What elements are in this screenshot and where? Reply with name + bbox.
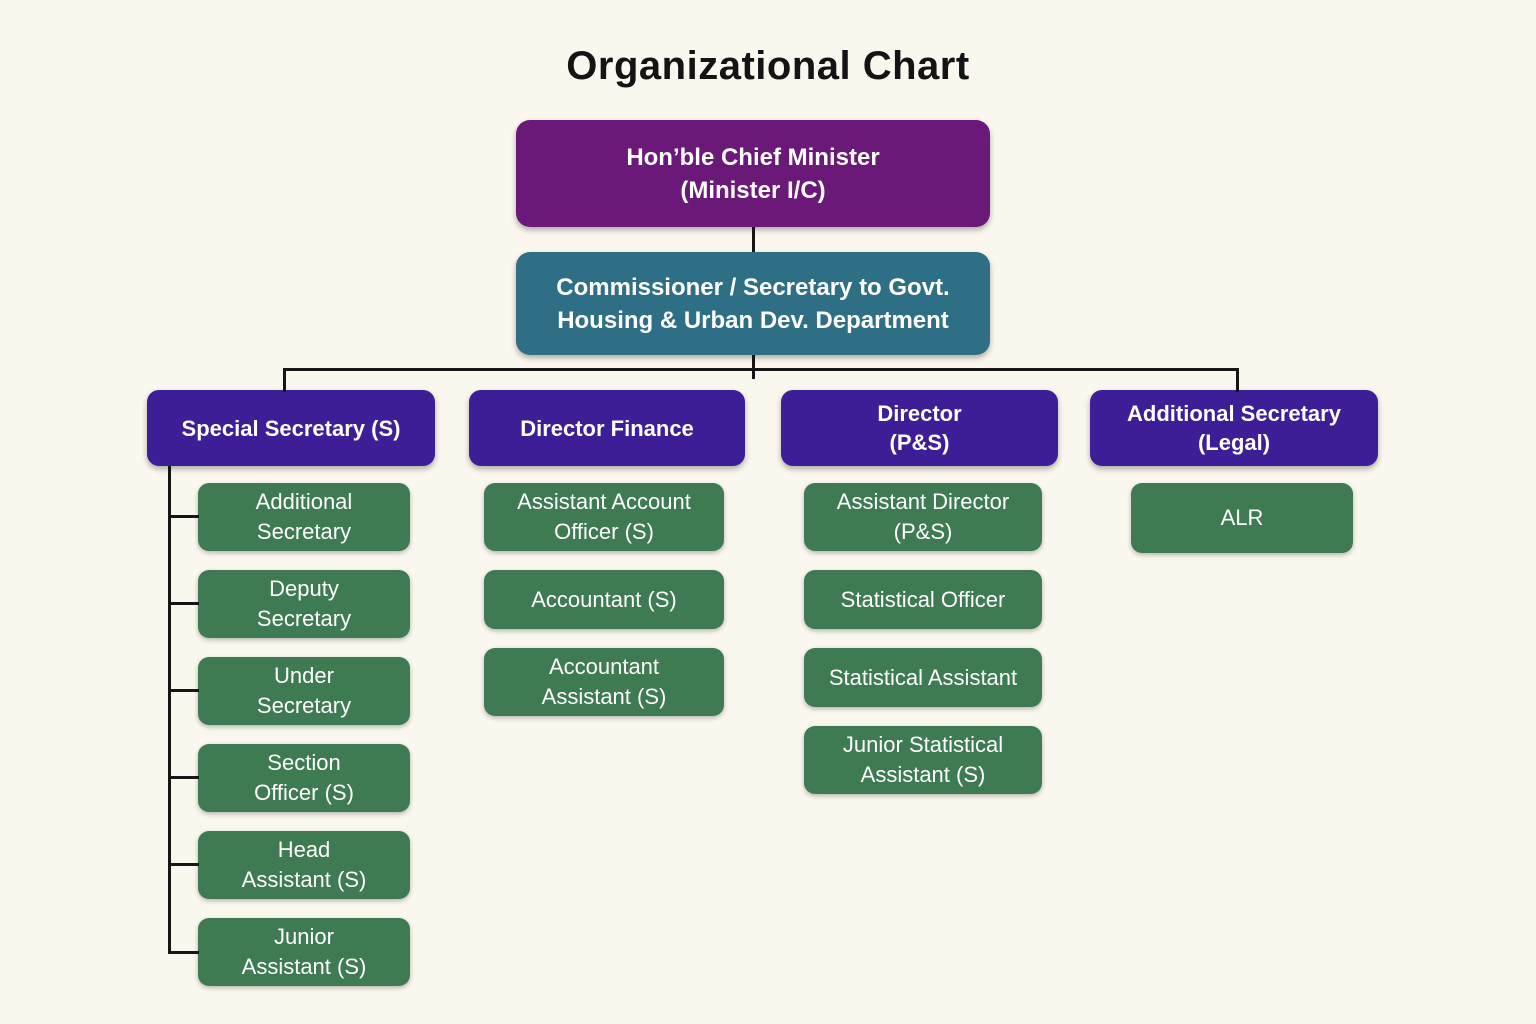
branch-header-special-secretary-s: Special Secretary (S) xyxy=(147,390,435,466)
node-label-line: Additional Secretary xyxy=(1127,401,1341,426)
connector-line xyxy=(168,951,199,954)
chart-title: Organizational Chart xyxy=(566,44,970,88)
connector-line xyxy=(168,863,199,866)
connector-line xyxy=(283,368,1239,371)
node-label-line: Officer (S) xyxy=(254,780,354,805)
node-label-line: Commissioner / Secretary to Govt. xyxy=(556,273,950,301)
node-label-line: Assistant (S) xyxy=(241,954,367,979)
connector-line xyxy=(168,515,199,518)
node-label-line: Secretary xyxy=(256,519,352,544)
node-label-line: Deputy xyxy=(269,576,339,601)
node-commissioner-secretary: Commissioner / Secretary to Govt. Housing… xyxy=(516,252,990,355)
node-label-line: Junior xyxy=(274,924,334,949)
connector-line xyxy=(283,368,286,392)
node-label-line: Housing & Urban Dev. Department xyxy=(557,306,949,334)
node-label-line: Accountant xyxy=(548,654,660,679)
node-label-line: Section xyxy=(267,750,341,775)
node-statistical-officer: Statistical Officer xyxy=(804,570,1042,629)
branch-header-director-finance: Director Finance xyxy=(469,390,745,466)
node-label-line: Secretary xyxy=(256,693,352,718)
node-label-line: Junior Statistical xyxy=(842,732,1004,757)
node-label-line: Assistant (S) xyxy=(541,684,667,709)
node-accountant-s: Accountant (S) xyxy=(484,570,724,629)
node-label-line: Special Secretary (S) xyxy=(181,415,401,441)
node-label-line: Assistant Director xyxy=(836,489,1010,514)
connector-line xyxy=(752,355,755,379)
connector-line xyxy=(168,776,199,779)
connector-line xyxy=(168,689,199,692)
node-label-line: Director Finance xyxy=(520,415,694,441)
node-label-line: Under xyxy=(274,663,334,688)
node-label-line: Statistical Officer xyxy=(840,586,1006,612)
connector-line xyxy=(752,227,755,252)
node-alr: ALR xyxy=(1131,483,1353,553)
node-statistical-assistant: Statistical Assistant xyxy=(804,648,1042,707)
node-label-line: (Legal) xyxy=(1197,430,1271,455)
node-label-line: (Minister I/C) xyxy=(680,176,826,204)
node-label-line: Additional xyxy=(255,489,353,514)
node-label-line: Assistant Account xyxy=(517,489,691,514)
node-label-line: Assistant (S) xyxy=(860,762,986,787)
node-label-line: (P&S) xyxy=(893,519,953,544)
connector-line xyxy=(168,602,199,605)
node-chief-minister: Hon’ble Chief Minister (Minister I/C) xyxy=(516,120,990,227)
node-label-line: Statistical Assistant xyxy=(828,664,1018,690)
node-label-line: Accountant (S) xyxy=(531,586,677,612)
connector-line xyxy=(168,466,171,954)
node-label-line: Head xyxy=(277,837,331,862)
node-label-line: (P&S) xyxy=(889,430,950,455)
node-label-line: Hon’ble Chief Minister xyxy=(626,143,880,171)
node-assistant-director-p-s: Assistant Director (P&S) xyxy=(804,483,1042,551)
node-label-line: ALR xyxy=(1220,505,1264,530)
connector-line xyxy=(1236,368,1239,392)
branch-header-additional-secretary-legal: Additional Secretary (Legal) xyxy=(1090,390,1378,466)
node-label-line: Officer (S) xyxy=(554,519,654,544)
branch-header-director-p-s: Director (P&S) xyxy=(781,390,1058,466)
node-label-line: Assistant (S) xyxy=(241,867,367,892)
node-label-line: Secretary xyxy=(256,606,352,631)
node-label-line: Director xyxy=(877,401,962,426)
